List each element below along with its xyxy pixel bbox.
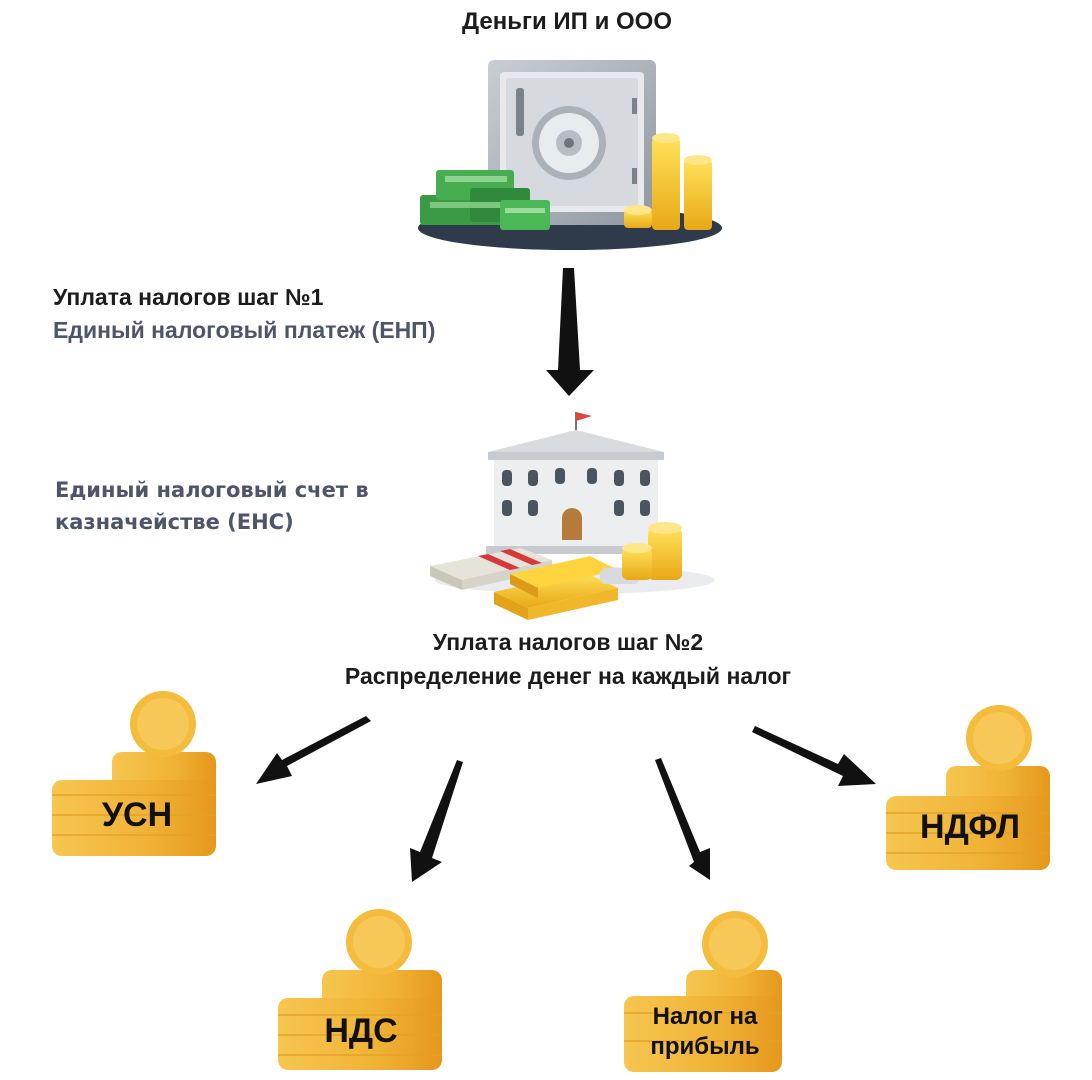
step1-heading: Уплата налогов шаг №1: [53, 284, 324, 310]
tax-label-ndfl: НДФЛ: [920, 808, 1020, 846]
safe-icon: [488, 60, 656, 225]
arrow-to-usn: [256, 716, 371, 784]
coin-stack-profit: [624, 911, 782, 1072]
step1-subheading: Единый налоговый платеж (ЕНП): [53, 317, 436, 343]
arrow-to-profit: [655, 758, 710, 880]
arrow-to-nds: [410, 760, 463, 882]
tax-label-usn: УСН: [101, 796, 173, 834]
banknotes-icon: [420, 170, 550, 230]
step2-heading: Уплата налогов шаг №2: [432, 629, 704, 655]
page-title: Деньги ИП и ООО: [462, 8, 672, 35]
treasury-group: [430, 412, 715, 620]
tax-label-profit: Налог на прибыль: [650, 1003, 760, 1060]
gold-bars-icon: [494, 556, 618, 620]
step2-block: Уплата налогов шаг №2 Распределение дене…: [300, 625, 836, 693]
coin-stack-ndfl: [886, 705, 1050, 870]
account-label: Единый налоговый счет в казначействе (ЕН…: [55, 478, 369, 534]
arrow-down-icon: [546, 268, 594, 396]
tax-label-nds: НДС: [324, 1012, 398, 1050]
arrow-to-ndfl: [752, 726, 876, 786]
coin-stack-usn: [52, 691, 216, 856]
coin-stack-icon: [600, 522, 682, 584]
step2-subheading: Распределение денег на каждый налог: [344, 663, 792, 689]
treasury-building-icon: [486, 412, 666, 554]
coin-stack-nds: [278, 909, 442, 1070]
banknotes-icon: [430, 548, 552, 590]
coin-stack-icon: [624, 133, 712, 230]
safe-group: [418, 60, 722, 250]
